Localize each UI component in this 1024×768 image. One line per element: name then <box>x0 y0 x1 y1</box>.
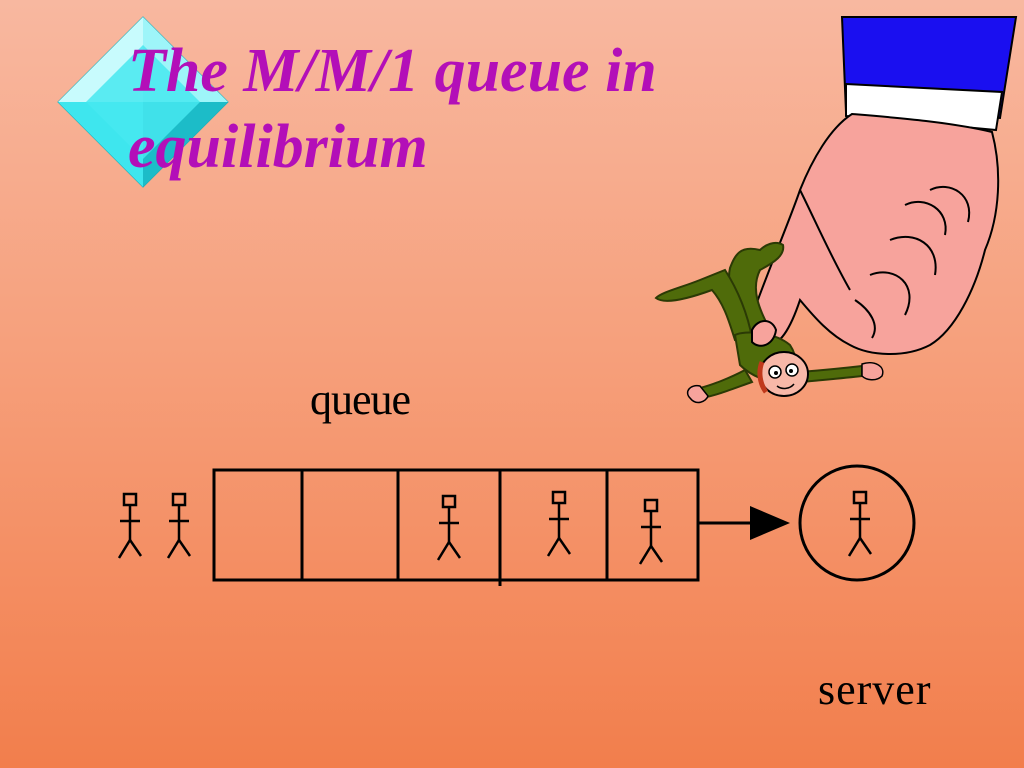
arrow-icon <box>698 506 790 540</box>
slide-title: The M/M/1 queue in <box>128 37 657 105</box>
queue-label: queue <box>310 375 411 424</box>
server-label: server <box>818 665 932 714</box>
served-person <box>847 490 873 558</box>
slide-title-line2: equilibrium <box>128 113 428 181</box>
waiting-person <box>117 492 143 560</box>
waiting-person <box>166 492 192 560</box>
queued-person <box>436 494 462 562</box>
queued-person <box>546 490 572 558</box>
server-circle <box>798 464 916 582</box>
queued-person <box>638 498 664 566</box>
queue-buffer <box>212 468 700 582</box>
